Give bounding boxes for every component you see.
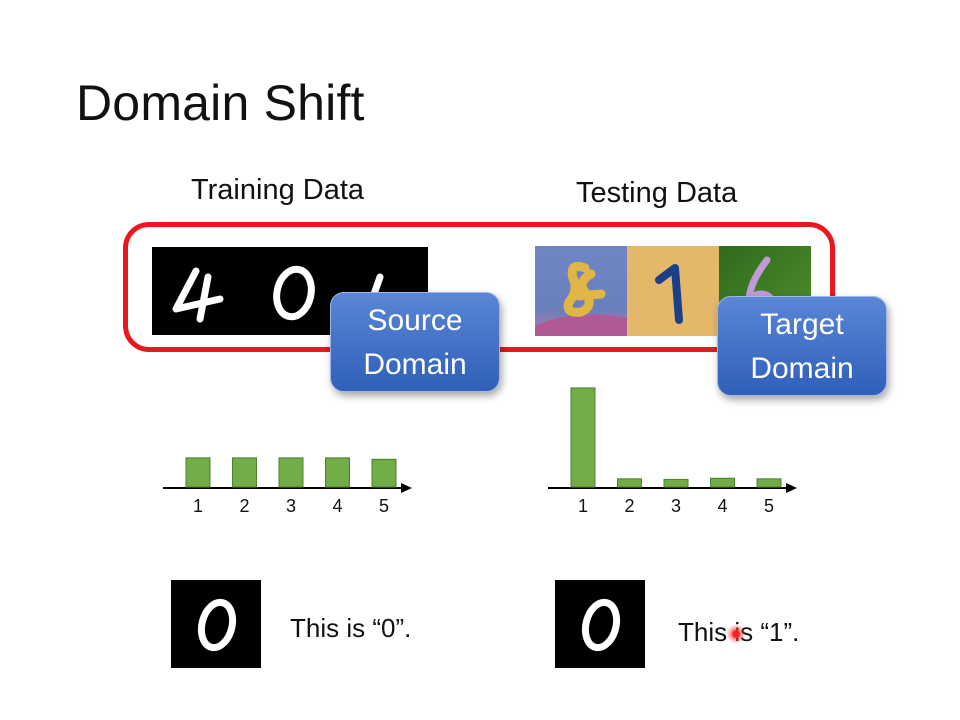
target-distribution-chart: 1 2 3 4 5 [548, 387, 797, 516]
digit-0-sample-image [197, 598, 237, 652]
digit-8-image [563, 261, 606, 317]
bar-4 [710, 477, 735, 488]
bar-1 [570, 387, 596, 488]
tick-label-4: 4 [717, 496, 727, 516]
tick-label-2: 2 [239, 496, 249, 516]
bar-3 [278, 457, 304, 488]
tick-label-4: 4 [332, 496, 342, 516]
tick-label-2: 2 [624, 496, 634, 516]
target-callout-line2: Domain [750, 352, 854, 385]
x-axis-arrow [786, 483, 797, 493]
tick-label-3: 3 [671, 496, 681, 516]
slide-title: Domain Shift [76, 75, 365, 131]
tick-label-1: 1 [578, 496, 588, 516]
target-domain-callout: Target Domain [717, 296, 887, 396]
bar-1 [185, 457, 211, 488]
laser-pointer-dot [727, 625, 745, 643]
sample-digit-target [555, 580, 645, 668]
digit-0-sample-image-2 [581, 598, 621, 652]
source-domain-callout: Source Domain [330, 292, 500, 392]
bar-2 [232, 457, 257, 488]
source-callout-line1: Source [367, 304, 463, 337]
testing-data-heading: Testing Data [576, 177, 738, 209]
digit-0-image [273, 265, 315, 321]
training-images-strip [152, 247, 428, 335]
bar-5 [371, 458, 397, 488]
tick-label-5: 5 [379, 496, 389, 516]
tick-label-3: 3 [286, 496, 296, 516]
x-axis-arrow [401, 483, 412, 493]
tick-label-1: 1 [193, 496, 203, 516]
sample-digit-source [171, 580, 261, 668]
caption-source: This is “0”. [290, 613, 412, 643]
training-data-heading: Training Data [191, 174, 365, 206]
testing-images-strip [535, 246, 811, 336]
bar-4 [325, 457, 350, 488]
bar-3 [663, 478, 689, 488]
digit-4-image [172, 267, 224, 323]
tick-label-5: 5 [764, 496, 774, 516]
bar-2 [617, 478, 642, 488]
digit-1-colored-image [655, 264, 683, 324]
source-callout-line2: Domain [363, 348, 467, 381]
source-distribution-chart: 1 2 3 4 5 [163, 457, 412, 516]
bar-5 [756, 478, 782, 488]
target-callout-line1: Target [760, 308, 844, 341]
